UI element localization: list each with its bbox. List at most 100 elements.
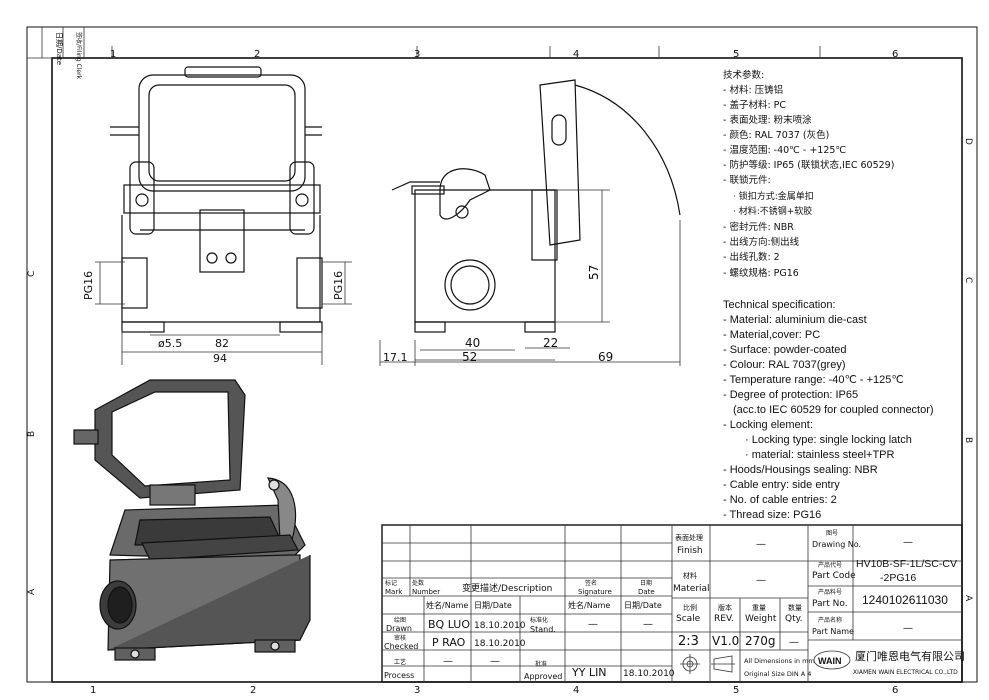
- tb-drawing-no-en: Drawing No.: [812, 540, 861, 549]
- zone-top-4: 4: [573, 49, 579, 60]
- tb-signature-cn: 签名: [585, 579, 597, 587]
- tech-en-line: - Cable entry: side entry: [723, 479, 840, 491]
- tb-material-en: Material: [673, 584, 710, 594]
- tech-cn-line: · 材料:不锈钢+软胶: [733, 205, 812, 217]
- bottom-zone-markers: 1 2 3 4 5 6: [90, 685, 898, 696]
- tb-part-name-cn: 产品名称: [818, 616, 842, 624]
- zone-left-a: A: [27, 588, 37, 595]
- tb-date-header: 日期/Date: [474, 601, 512, 610]
- zone-bottom-4: 4: [573, 685, 579, 696]
- tb-sig-date-header: 日期/Date: [624, 601, 662, 610]
- tech-en-line: - Temperature range: -40℃ - +125℃: [723, 374, 904, 386]
- tb-material-cn: 材料: [683, 571, 697, 580]
- tb-part-no-en: Part No.: [812, 599, 848, 609]
- tech-cn-line: - 出线方向:侧出线: [723, 236, 800, 248]
- tech-cn-line: - 防护等级: IP65 (联锁状态,IEC 60529): [723, 159, 894, 171]
- dim-57: 57: [587, 265, 601, 280]
- tb-company-en: XIAMEN WAIN ELECTRICAL CO.,LTD: [853, 669, 958, 676]
- tech-cn-line: - 材料: 压铸铝: [723, 84, 783, 96]
- tech-cn-line: - 螺纹规格: PG16: [723, 267, 799, 279]
- tb-rev-en: REV.: [714, 614, 734, 624]
- tech-cn-title: 技术参数:: [723, 69, 764, 81]
- tb-finish-en: Finish: [677, 546, 703, 556]
- zone-bottom-2: 2: [250, 685, 256, 696]
- tb-process-name: —: [443, 656, 453, 667]
- tb-stand-cn: 标准化: [530, 616, 548, 624]
- tb-description: 变更描述/Description: [462, 582, 552, 594]
- dim-hole: ø5.5: [158, 337, 182, 350]
- tb-checked-en: Checked: [384, 642, 418, 651]
- side-view-dims: 57 40 52 22 17.1 69: [379, 189, 681, 366]
- tb-number-cn: 处数: [412, 579, 424, 587]
- zone-left-c: C: [27, 271, 37, 277]
- tb-finish-cn: 表面处理: [675, 533, 703, 542]
- tech-en-line: · material: stainless steel+TPR: [745, 449, 895, 461]
- tb-checked-cn: 审核: [394, 634, 406, 642]
- tb-process-cn: 工艺: [394, 658, 406, 666]
- tb-drawing-no-cn: 图号: [826, 530, 838, 537]
- tb-drawing-no-value: —: [903, 537, 913, 548]
- tb-sig-name-header: 姓名/Name: [568, 600, 610, 610]
- tb-stand-en: Stand.: [530, 625, 556, 634]
- dim-69: 69: [598, 350, 613, 364]
- zone-top-5: 5: [733, 49, 739, 60]
- tb-approved-date: 18.10.2010: [623, 669, 675, 679]
- tb-approved-cn: 批准: [535, 660, 547, 668]
- tech-spec-en: Technical specification: - Material: alu…: [723, 299, 934, 521]
- tb-approved-en: Approved: [524, 672, 562, 681]
- tb-part-code-cn: 产品代号: [818, 561, 842, 569]
- tb-checked-name: P RAO: [432, 636, 466, 649]
- projection-symbol-icon: [680, 654, 735, 674]
- zone-top-2: 2: [254, 49, 260, 60]
- dim-17-1: 17.1: [383, 351, 408, 364]
- zone-left-b: B: [27, 431, 37, 437]
- tb-part-code-value-1: HV10B-SF-1L/SC-CV: [856, 558, 957, 570]
- dim-pg16-right: PG16: [332, 271, 345, 300]
- dim-52: 52: [462, 350, 477, 364]
- zone-top-3: 3: [414, 49, 420, 60]
- tb-drawn-en: Drawn: [386, 624, 412, 633]
- dim-22: 22: [543, 336, 558, 350]
- tb-part-no-cn: 产品料号: [818, 588, 842, 596]
- tech-cn-line: - 盖子材料: PC: [723, 99, 786, 111]
- front-view-dims: PG16 PG16 ø5.5 82 94: [82, 261, 352, 365]
- tech-cn-line: - 密封元件: NBR: [723, 221, 794, 233]
- tech-en-line: · Locking type: single locking latch: [745, 434, 912, 446]
- dim-82: 82: [215, 337, 229, 350]
- tb-date-cn: 日期: [640, 579, 652, 587]
- tb-approved-name: YY LIN: [571, 666, 607, 679]
- tech-en-line: - Degree of protection: IP65: [723, 389, 858, 401]
- tb-dims-note-2: Original Size DIN A 4: [744, 670, 811, 678]
- tech-cn-line: - 温度范围: -40℃ - +125℃: [723, 144, 846, 156]
- corner-date: 日期/Date: [55, 32, 63, 65]
- tb-part-name-en: Part Name: [812, 627, 854, 636]
- iso-view: [73, 379, 311, 661]
- tb-material-value: —: [756, 575, 766, 586]
- tb-part-name-value: —: [903, 623, 913, 634]
- tb-mark-cn: 标记: [385, 579, 397, 587]
- tech-en-line: - Colour: RAL 7037(grey): [723, 359, 845, 371]
- tb-drawn-cn: 绘图: [394, 616, 406, 624]
- tech-en-line: - Surface: powder-coated: [723, 344, 847, 356]
- tb-scale-value: 2:3: [678, 634, 699, 649]
- tech-en-line: - Hoods/Housings sealing: NBR: [723, 464, 878, 476]
- tb-company-cn: 厦门唯恩电气有限公司: [855, 649, 965, 663]
- tech-cn-line: · 锁扣方式:金属单扣: [733, 190, 814, 202]
- tech-cn-line: - 颜色: RAL 7037 (灰色): [723, 129, 829, 141]
- tb-finish-value: —: [756, 539, 766, 550]
- dim-pg16-left: PG16: [82, 271, 95, 300]
- tech-en-title: Technical specification:: [723, 299, 836, 311]
- tb-part-code-value-2: -2PG16: [880, 572, 916, 584]
- zone-top-1: 1: [110, 49, 116, 60]
- tb-part-no-value: 1240102611030: [862, 593, 948, 607]
- title-block: 标记 Mark 处数 Number 变更描述/Description 签名 Si…: [381, 524, 965, 683]
- tb-weight-en: Weight: [745, 614, 777, 624]
- tb-drawn-date: 18.10.2010: [474, 621, 526, 631]
- tb-date-en: Date: [638, 588, 655, 596]
- zone-right-b: B: [963, 437, 973, 443]
- company-logo: WAIN: [813, 650, 851, 670]
- tb-stand-value: —: [588, 619, 598, 630]
- dim-94: 94: [213, 352, 227, 365]
- tb-weight-cn: 重量: [752, 604, 766, 612]
